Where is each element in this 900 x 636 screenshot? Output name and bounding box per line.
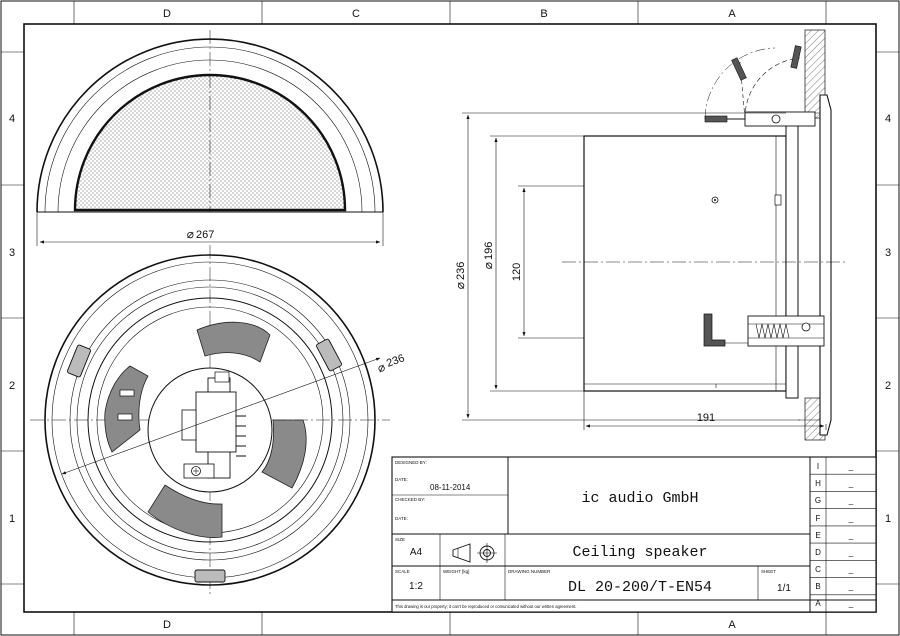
side-depth-dimension: 191	[697, 412, 715, 424]
zone-row-left-3: 3	[9, 247, 15, 259]
top-view-half: ⌀ 267	[36, 30, 384, 246]
zone-row-left-1: 1	[9, 513, 15, 525]
sheet-label: SHEET	[761, 569, 776, 574]
checked-by-label: CHECKED BY:	[395, 497, 425, 502]
revision-letter: D	[815, 548, 821, 557]
zone-col-bottom-a: A	[728, 619, 736, 631]
sheet-number: 1/1	[777, 583, 791, 594]
side-outer-diameter-symbol: ⌀	[453, 282, 467, 289]
scale-label: SCALE	[395, 569, 410, 574]
revision-value: _	[848, 496, 854, 505]
title-block: DESIGNED BY: DATE: 08-11-2014 CHECKED BY…	[391, 456, 877, 613]
revision-value: _	[848, 599, 854, 608]
weight-label: WEIGHT [kg]	[443, 569, 469, 574]
revision-letter: F	[816, 514, 821, 523]
side-view: ⌀ 236 ⌀ 196 120 191	[453, 29, 848, 441]
revision-value: _	[848, 565, 854, 574]
revision-value: _	[848, 582, 854, 591]
zone-row-right-3: 3	[885, 247, 891, 259]
revision-letter: H	[815, 479, 821, 488]
revision-letter: B	[815, 582, 820, 591]
side-body-diameter-dimension: 196	[483, 242, 495, 260]
date-label-2: DATE:	[395, 516, 408, 521]
clamp-left	[67, 344, 91, 378]
clamp-mechanism-lower	[703, 313, 825, 347]
design-date: 08-11-2014	[430, 483, 471, 492]
bottom-view-diameter-dimension: 236	[385, 352, 406, 370]
bottom-view-diameter-symbol: ⌀	[375, 360, 387, 376]
revision-letter: I	[817, 462, 819, 471]
revision-letter: E	[815, 531, 820, 540]
drawing-scale: 1:2	[409, 581, 423, 592]
zone-col-top-b: B	[540, 8, 547, 20]
clamp-mechanism-upper	[704, 45, 816, 127]
cutout-sector-bottom	[147, 484, 223, 538]
projection-symbol-icon	[452, 543, 497, 563]
bottom-view: ⌀ 236	[30, 245, 406, 595]
drawing-title: Ceiling speaker	[572, 544, 707, 561]
zone-col-bottom-d: D	[163, 619, 171, 631]
revision-value: _	[848, 462, 854, 471]
speaker-body	[583, 135, 787, 392]
revision-value: _	[848, 514, 854, 523]
zone-row-right-2: 2	[885, 380, 891, 392]
date-label-1: DATE:	[395, 477, 408, 482]
clamp-bottom	[194, 569, 226, 583]
revision-value: _	[848, 531, 854, 540]
side-body-diameter-symbol: ⌀	[481, 262, 495, 269]
revision-table: I _ H _ G _ F _ E _ D _ C _ B _ A _	[810, 462, 876, 608]
drawing-number: DL 20-200/T-EN54	[568, 579, 712, 596]
cutout-sector-left	[104, 365, 149, 453]
revision-letter: A	[815, 599, 821, 608]
top-view-diameter-symbol: ⌀	[187, 227, 194, 241]
revision-letter: C	[815, 565, 821, 574]
revision-value: _	[848, 479, 854, 488]
zone-col-top-a: A	[728, 8, 736, 20]
property-note: This drawing is our property; it can't b…	[395, 604, 576, 609]
zone-row-right-4: 4	[885, 113, 891, 125]
zone-row-left-4: 4	[9, 113, 15, 125]
zone-labels: D C B A D C B A 4 3 2 1 4 3 2 1	[9, 8, 891, 631]
designed-by-label: DESIGNED BY:	[395, 460, 427, 465]
revision-value: _	[848, 548, 854, 557]
zone-col-top-d: D	[163, 8, 171, 20]
side-outer-diameter-dimension: 236	[455, 262, 467, 280]
size-label: SIZE	[395, 537, 405, 542]
top-view-diameter-dimension: 267	[196, 229, 214, 241]
drawing-number-label: DRAWING NUMBER	[508, 569, 551, 574]
zone-row-right-1: 1	[885, 513, 891, 525]
sheet-size: A4	[410, 547, 423, 558]
side-height-dimension: 120	[511, 263, 523, 281]
company-name: ic audio GmbH	[581, 490, 698, 507]
revision-letter: G	[815, 496, 821, 505]
zone-col-top-c: C	[352, 8, 360, 20]
cutout-sector-top	[196, 321, 271, 363]
zone-row-left-2: 2	[9, 380, 15, 392]
